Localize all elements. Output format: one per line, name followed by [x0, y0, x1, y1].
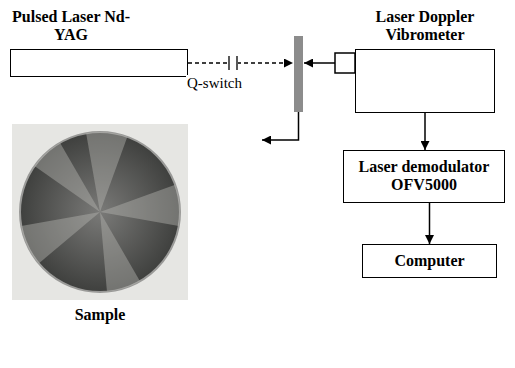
vibrometer-lens [335, 53, 355, 73]
probe-beam [304, 62, 335, 64]
disc-reflection [34, 143, 100, 212]
node-heading: Laser Doppler Vibrometer [355, 8, 495, 45]
computer-box: Computer [362, 244, 497, 278]
sample-disc-photo [12, 124, 188, 300]
q-switch-symbol [229, 56, 237, 70]
laser-source: Pulsed Laser Nd-YAG [10, 8, 188, 77]
target-plate [294, 36, 303, 112]
disc-reflection [100, 185, 180, 226]
disc-reflection [21, 212, 100, 263]
box-label: Laser demodulator OFV5000 [352, 158, 496, 195]
disc-reflection [100, 212, 140, 292]
box-label: Computer [371, 252, 488, 270]
flow-arrow [424, 113, 426, 150]
flow-arrow [429, 203, 431, 244]
photo-background [12, 124, 188, 300]
sample-caption: Sample [12, 306, 188, 324]
component-label: Q-switch [186, 75, 243, 92]
laser-beam [188, 62, 293, 63]
sample-pointer [262, 112, 299, 140]
demodulator-box: Laser demodulator OFV5000 [343, 150, 505, 203]
device-box [10, 49, 188, 77]
device-box [355, 49, 495, 113]
metal-disc [20, 132, 180, 292]
vibrometer-box: Laser Doppler Vibrometer [355, 8, 495, 113]
node-heading: Pulsed Laser Nd-YAG [10, 8, 132, 45]
sample-photo: Sample [12, 124, 188, 324]
